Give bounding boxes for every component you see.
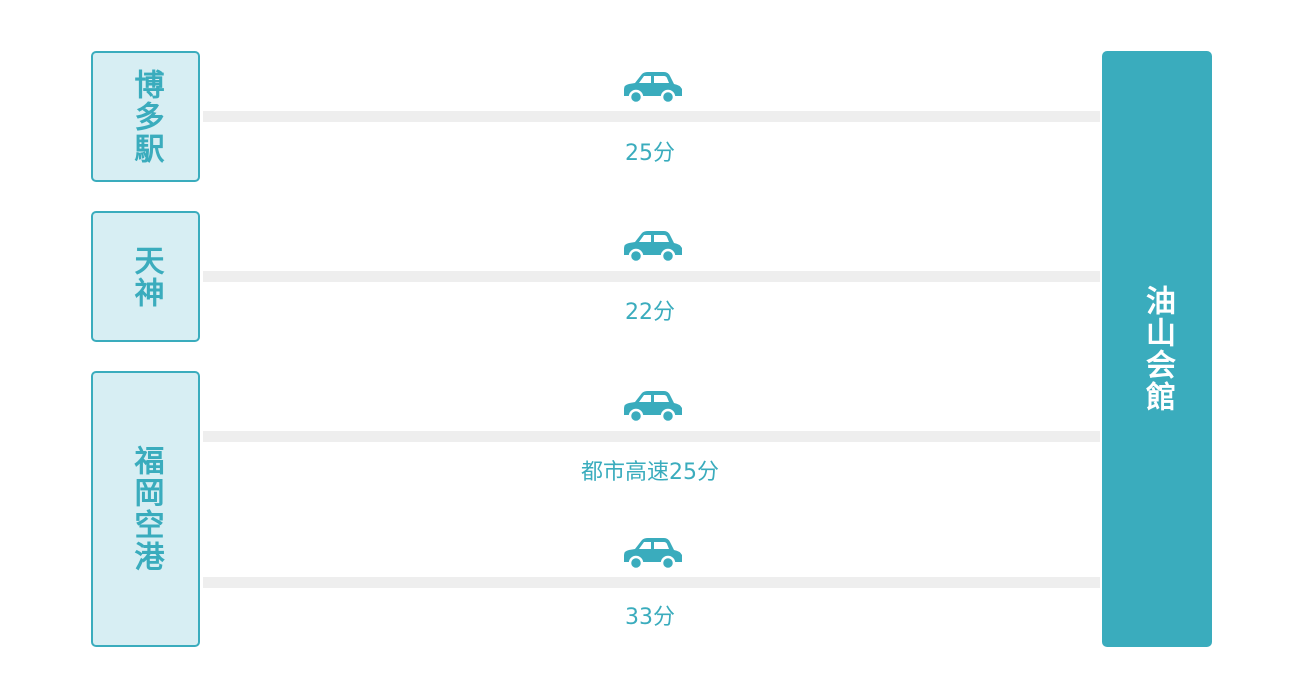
route-hakata-road — [203, 111, 1100, 122]
route-airport-general-time: 33分 — [625, 605, 675, 630]
car-icon — [624, 72, 682, 104]
route-tenjin-time: 22分 — [625, 300, 675, 325]
route-tenjin-road — [203, 271, 1100, 282]
route-airport-expressway-road — [203, 431, 1100, 442]
route-airport-general-road — [203, 577, 1100, 588]
origin-airport-box: 福岡空港 — [91, 371, 200, 647]
origin-tenjin-label: 天神 — [128, 244, 164, 309]
origin-hakata-box: 博多駅 — [91, 51, 200, 182]
car-icon — [624, 538, 682, 570]
origin-hakata-label: 博多駅 — [128, 68, 164, 165]
origin-airport-label: 福岡空港 — [128, 445, 164, 573]
origin-tenjin-box: 天神 — [91, 211, 200, 342]
destination-label: 油山会館 — [1140, 285, 1175, 413]
route-airport-expressway-time: 都市高速25分 — [581, 460, 719, 485]
destination-box: 油山会館 — [1102, 51, 1212, 647]
car-icon — [624, 391, 682, 423]
route-hakata-time: 25分 — [625, 141, 675, 166]
car-icon — [624, 231, 682, 263]
